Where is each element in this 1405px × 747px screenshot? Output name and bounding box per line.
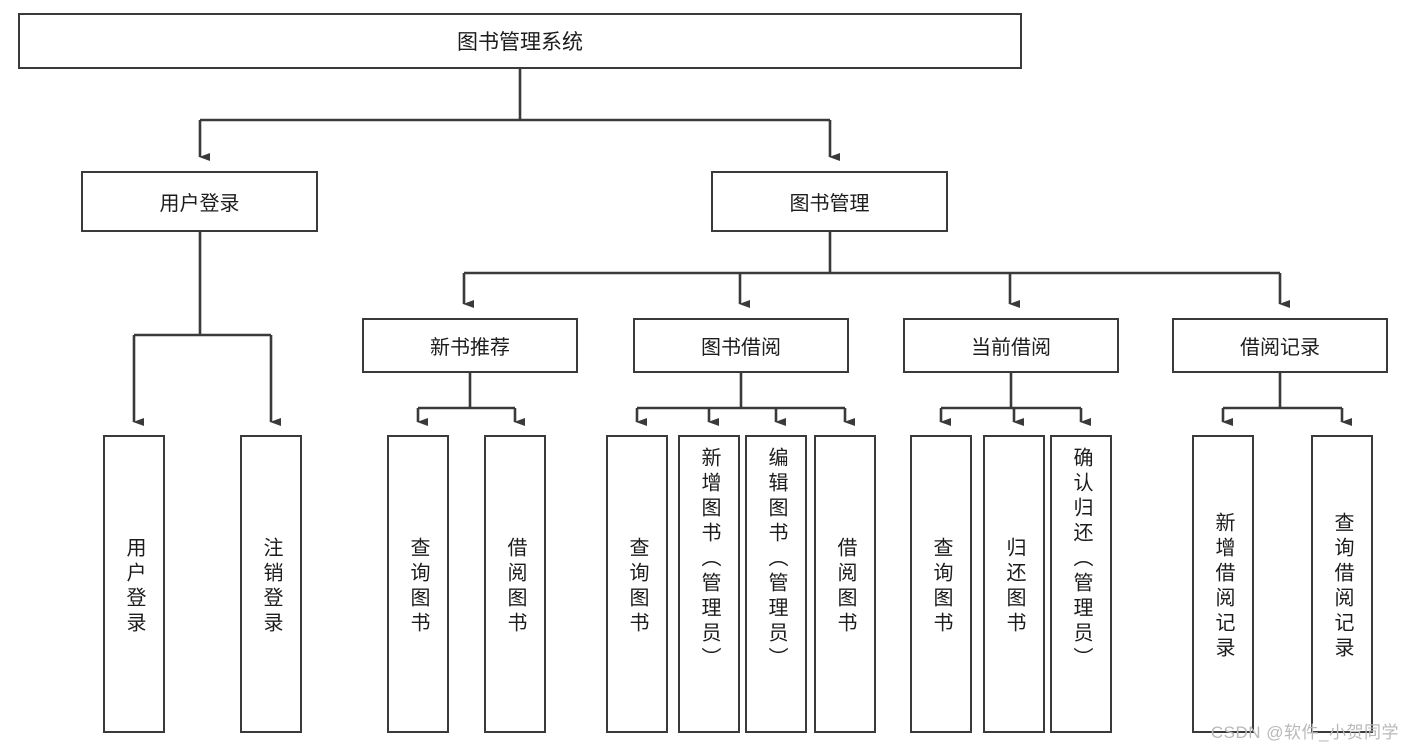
node-user-login[interactable]: 用户登录 [81,171,318,232]
leaf-user-logout-label: 注销登录 [260,537,282,637]
leaf-query-book-3-label: 查询图书 [930,537,952,637]
leaf-borrow-book-2-label: 借阅图书 [834,537,856,637]
leaf-borrow-book-2-inner: 借阅图书 [816,443,874,731]
node-root-label: 图书管理系统 [457,31,583,54]
leaf-add-book-inner: 新增图书（管理员） [680,443,738,735]
node-leaf-return-book[interactable]: 归还图书 [983,435,1045,733]
node-book-borrow-label: 图书借阅 [701,337,781,359]
leaf-user-login-inner: 用户登录 [105,443,163,731]
leaf-confirm-return-label: 确认归还（管理员） [1070,447,1092,672]
node-book-manage-label: 图书管理 [789,193,870,215]
leaf-query-record-inner: 查询借阅记录 [1313,443,1371,731]
node-leaf-user-logout[interactable]: 注销登录 [240,435,302,733]
leaf-user-login-label: 用户登录 [123,537,145,637]
leaf-query-book-2-label: 查询图书 [626,537,648,637]
node-borrow-record[interactable]: 借阅记录 [1172,318,1388,373]
node-new-book-rec[interactable]: 新书推荐 [362,318,578,373]
node-current-borrow-label: 当前借阅 [971,337,1051,359]
leaf-add-record-inner: 新增借阅记录 [1194,443,1252,731]
leaf-query-book-1-inner: 查询图书 [389,443,447,731]
node-leaf-confirm-return[interactable]: 确认归还（管理员） [1050,435,1112,733]
leaf-return-book-label: 归还图书 [1003,537,1025,637]
node-borrow-record-label: 借阅记录 [1240,337,1320,359]
node-leaf-user-login[interactable]: 用户登录 [103,435,165,733]
leaf-edit-book-inner: 编辑图书（管理员） [747,443,805,735]
leaf-query-book-2-inner: 查询图书 [608,443,666,731]
node-book-borrow[interactable]: 图书借阅 [633,318,849,373]
leaf-query-book-1-label: 查询图书 [407,537,429,637]
watermark-text: CSDN @软件_小贺同学 [1210,723,1399,742]
node-leaf-add-record[interactable]: 新增借阅记录 [1192,435,1254,733]
leaf-add-record-label: 新增借阅记录 [1212,512,1234,662]
node-leaf-query-book-2[interactable]: 查询图书 [606,435,668,733]
node-root[interactable]: 图书管理系统 [18,13,1022,69]
node-user-login-label: 用户登录 [159,193,240,215]
leaf-borrow-book-1-inner: 借阅图书 [486,443,544,731]
node-book-manage[interactable]: 图书管理 [711,171,948,232]
leaf-user-logout-inner: 注销登录 [242,443,300,731]
node-leaf-add-book[interactable]: 新增图书（管理员） [678,435,740,733]
leaf-confirm-return-inner: 确认归还（管理员） [1052,443,1110,735]
node-new-book-rec-label: 新书推荐 [430,337,510,359]
node-current-borrow[interactable]: 当前借阅 [903,318,1119,373]
leaf-edit-book-label: 编辑图书（管理员） [765,447,787,672]
node-leaf-query-book-3[interactable]: 查询图书 [910,435,972,733]
leaf-query-record-label: 查询借阅记录 [1331,512,1353,662]
leaf-query-book-3-inner: 查询图书 [912,443,970,731]
leaf-return-book-inner: 归还图书 [985,443,1043,731]
node-leaf-edit-book[interactable]: 编辑图书（管理员） [745,435,807,733]
leaf-add-book-label: 新增图书（管理员） [698,447,720,672]
leaf-borrow-book-1-label: 借阅图书 [504,537,526,637]
node-leaf-query-record[interactable]: 查询借阅记录 [1311,435,1373,733]
node-leaf-borrow-book-1[interactable]: 借阅图书 [484,435,546,733]
node-leaf-borrow-book-2[interactable]: 借阅图书 [814,435,876,733]
node-leaf-query-book-1[interactable]: 查询图书 [387,435,449,733]
